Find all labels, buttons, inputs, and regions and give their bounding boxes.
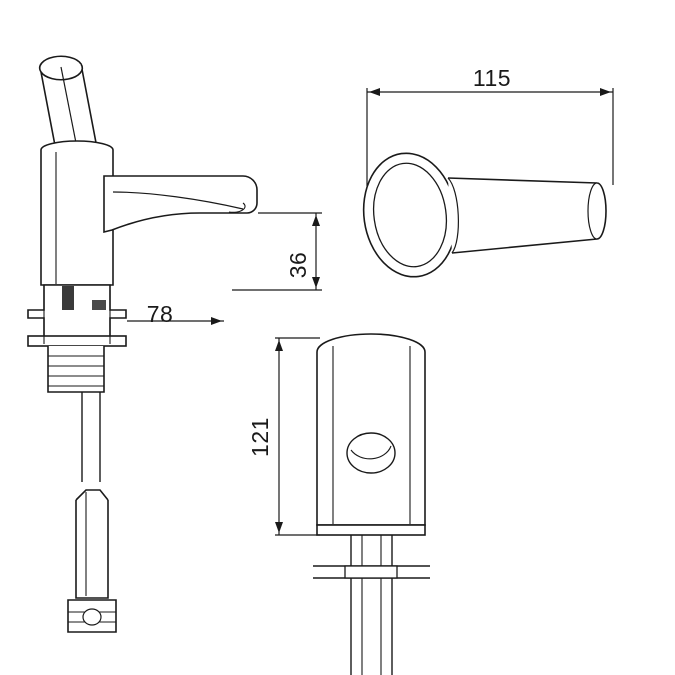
top-view-spout-outline <box>447 177 607 254</box>
base-plate-washer <box>27 335 127 347</box>
spout-tip-detail <box>228 202 246 213</box>
front-view-group <box>27 55 258 633</box>
dim-label-121: 121 <box>247 417 273 457</box>
dim-115-arrow-left <box>369 88 380 96</box>
side-view-group <box>313 333 430 675</box>
side-view-nut-block <box>344 565 398 579</box>
dim-label-115: 115 <box>473 65 511 91</box>
top-view-handle-inner <box>372 162 448 268</box>
body-cylinder-top-arc <box>40 140 114 151</box>
top-view-dimensions <box>366 88 614 186</box>
body-cylinder-outline <box>40 150 114 286</box>
supply-hose-outline <box>81 392 101 482</box>
side-view-dimensions <box>275 337 320 536</box>
dim-115-arrow-right <box>600 88 611 96</box>
threaded-shank-outline <box>47 346 105 393</box>
dim-label-36: 36 <box>285 252 311 279</box>
top-view-spout-end-arc <box>587 182 598 240</box>
spout-inner-line <box>112 191 244 210</box>
dim-36-arrow-top <box>312 215 320 226</box>
connector-nut-hole <box>82 608 102 626</box>
base-dark-block-2 <box>92 300 106 310</box>
dim-36-arrow-bottom <box>312 277 320 288</box>
dim-121-arrow-bottom <box>275 522 283 533</box>
dim-78-arrow-right <box>211 317 222 325</box>
side-view-aerator-inner <box>350 445 392 460</box>
top-view-group <box>362 152 607 278</box>
handle-lever-crease <box>60 66 79 154</box>
front-view-dimensions <box>127 212 322 325</box>
side-view-base-plate <box>316 524 426 536</box>
dim-121-arrow-top <box>275 340 283 351</box>
side-view-aerator <box>346 432 396 474</box>
top-view-spout-neck <box>447 177 459 254</box>
dim-label-78: 78 <box>147 301 174 327</box>
spout-outline <box>103 175 258 234</box>
side-view-body-top <box>316 333 426 353</box>
base-dark-block <box>62 286 74 310</box>
lower-hose-top-bevel <box>75 489 109 501</box>
lower-hose-body <box>75 500 109 599</box>
